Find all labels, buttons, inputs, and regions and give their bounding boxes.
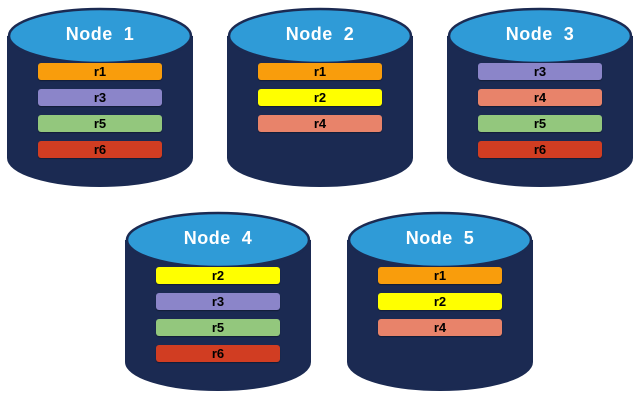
record-bar-r2[interactable]: r2 (258, 89, 382, 106)
record-bar-r1[interactable]: r1 (258, 63, 382, 80)
record-bar-list-4: r2 r3 r5 r6 (126, 267, 310, 362)
record-bar-r5[interactable]: r5 (156, 319, 280, 336)
record-bar-list-2: r1 r2 r4 (228, 63, 412, 132)
node-label-2: Node 2 (285, 24, 355, 44)
record-bar-r4[interactable]: r4 (378, 319, 502, 336)
node-label-3: Node 3 (505, 24, 575, 44)
record-bar-list-5: r1 r2 r4 (348, 267, 532, 336)
node-label-1: Node 1 (65, 24, 135, 44)
node-label-4: Node 4 (183, 228, 253, 248)
record-bar-r5[interactable]: r5 (38, 115, 162, 132)
node-cylinder-4[interactable]: Node 4 r2 r3 r5 r6 (125, 211, 311, 391)
record-bar-r3[interactable]: r3 (156, 293, 280, 310)
record-bar-r1[interactable]: r1 (378, 267, 502, 284)
node-cylinder-5[interactable]: Node 5 r1 r2 r4 (347, 211, 533, 391)
node-label-5: Node 5 (405, 228, 475, 248)
record-bar-r3[interactable]: r3 (478, 63, 602, 80)
node-cylinder-1[interactable]: Node 1 r1 r3 r5 r6 (7, 7, 193, 187)
record-bar-list-3: r3 r4 r5 r6 (448, 63, 632, 158)
record-bar-r4[interactable]: r4 (258, 115, 382, 132)
record-bar-list-1: r1 r3 r5 r6 (8, 63, 192, 158)
record-bar-r1[interactable]: r1 (38, 63, 162, 80)
record-bar-r6[interactable]: r6 (156, 345, 280, 362)
record-bar-r2[interactable]: r2 (378, 293, 502, 310)
node-cylinder-3[interactable]: Node 3 r3 r4 r5 r6 (447, 7, 633, 187)
record-bar-r6[interactable]: r6 (478, 141, 602, 158)
record-bar-r2[interactable]: r2 (156, 267, 280, 284)
record-bar-r3[interactable]: r3 (38, 89, 162, 106)
node-cylinder-2[interactable]: Node 2 r1 r2 r4 (227, 7, 413, 187)
record-bar-r6[interactable]: r6 (38, 141, 162, 158)
record-bar-r5[interactable]: r5 (478, 115, 602, 132)
record-bar-r4[interactable]: r4 (478, 89, 602, 106)
